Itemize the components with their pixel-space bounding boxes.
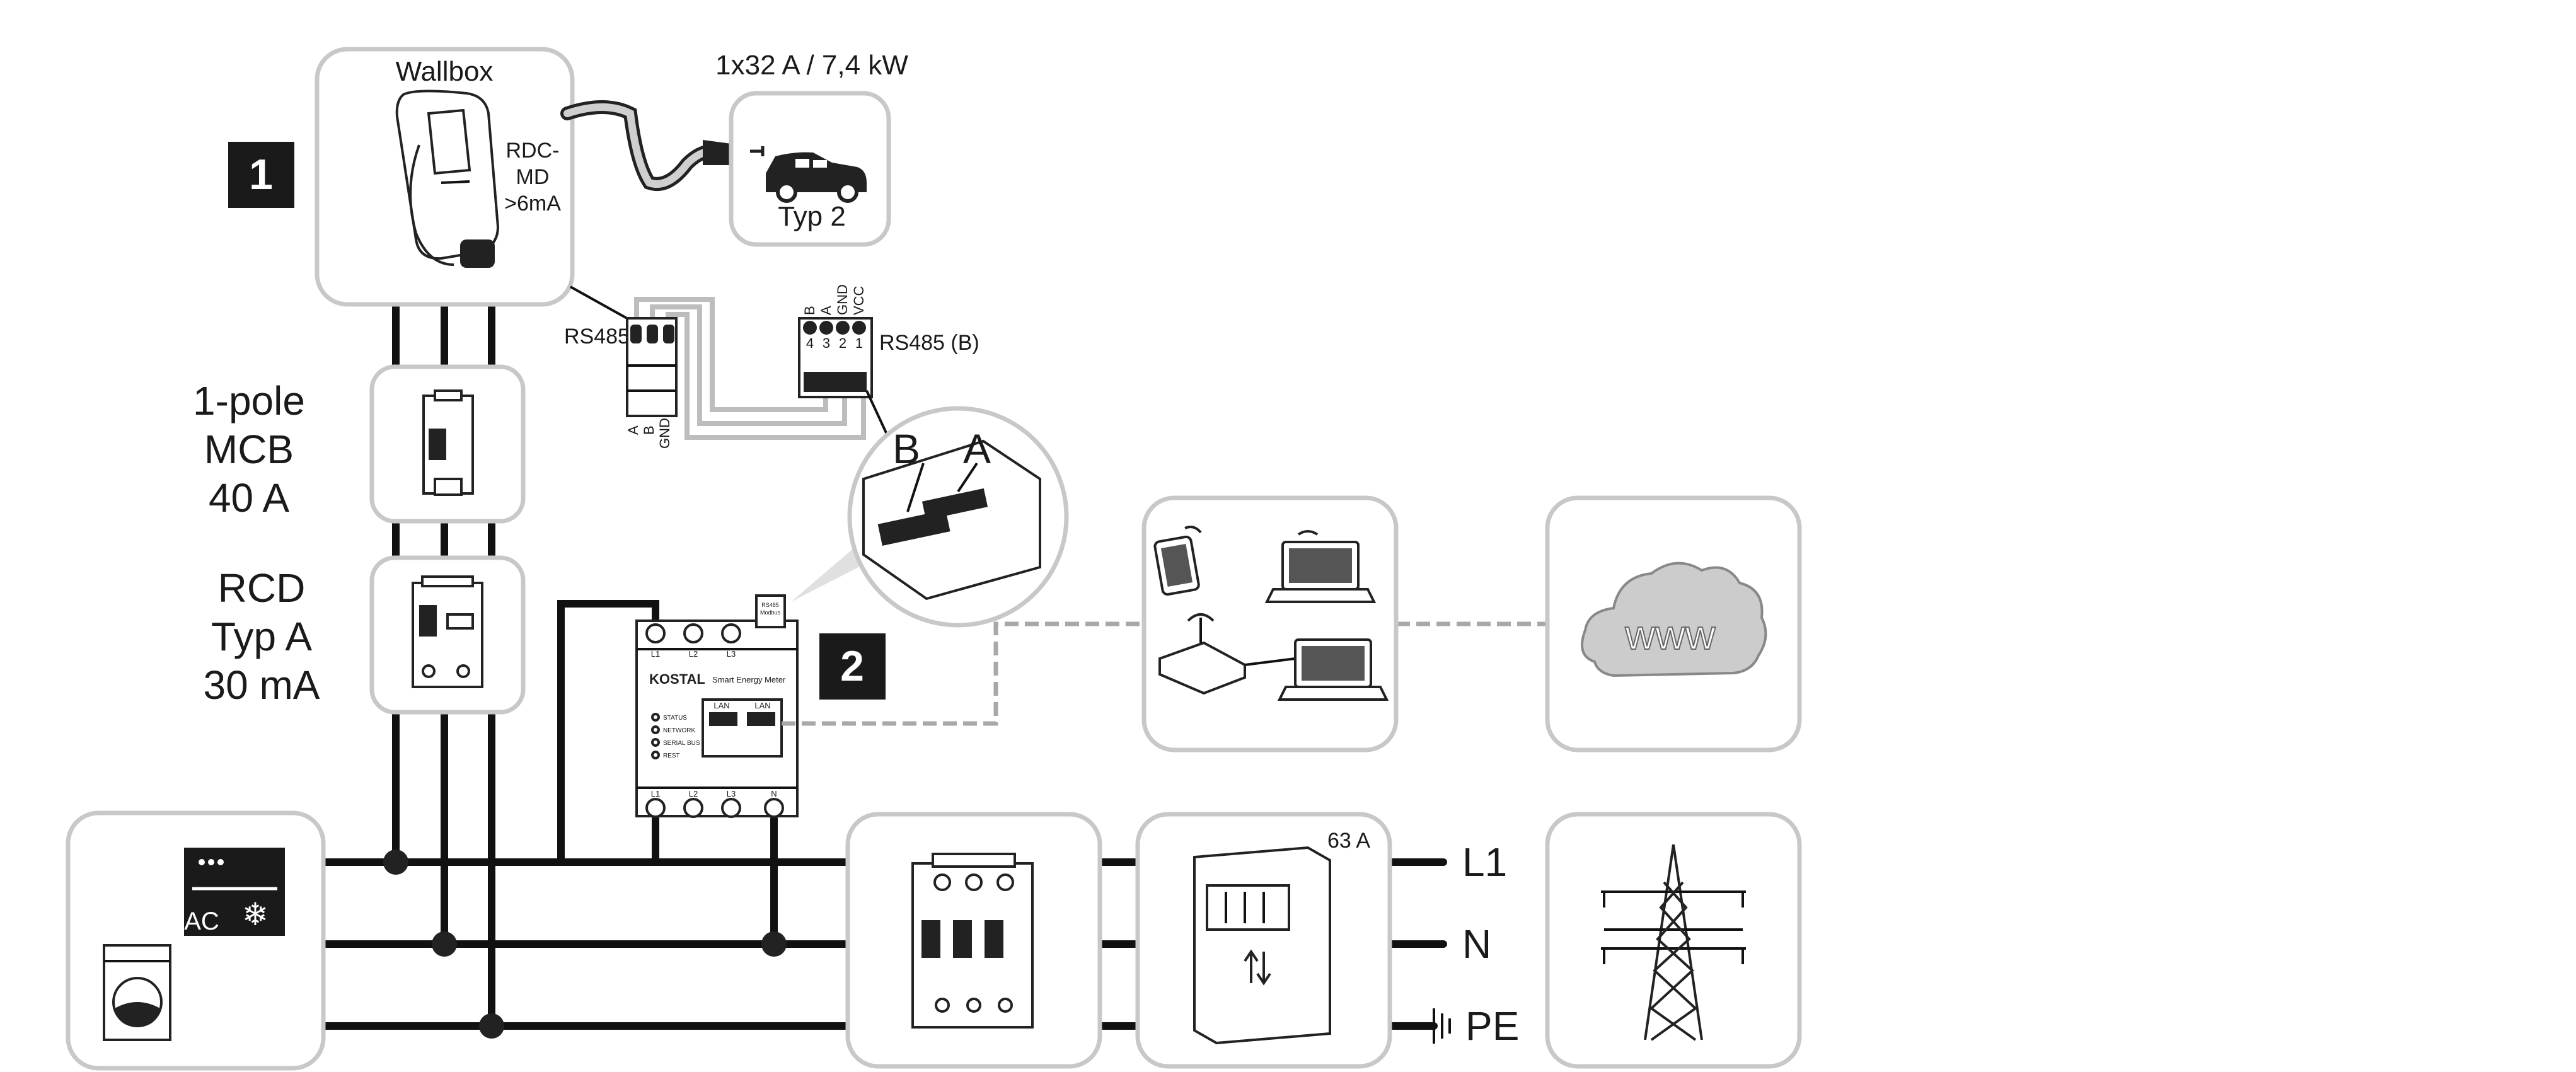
svg-text:NETWORK: NETWORK — [663, 727, 695, 734]
meter-brand: KOSTAL — [649, 671, 705, 687]
junction-dot — [479, 1013, 504, 1039]
svg-text:1: 1 — [855, 335, 863, 351]
svg-text:L3: L3 — [727, 789, 736, 798]
svg-text:L2: L2 — [689, 789, 698, 798]
svg-text:2: 2 — [840, 642, 864, 690]
rcd-line3: 30 mA — [204, 662, 320, 708]
wallbox-title: Wallbox — [396, 56, 494, 87]
electricity-meter-icon — [1193, 846, 1331, 1045]
cloud-icon: www — [1581, 562, 1767, 677]
svg-text:LAN: LAN — [754, 701, 770, 710]
meter-model: Smart Energy Meter — [712, 675, 786, 684]
rs485-right-pin-a: A — [818, 306, 834, 315]
rcd-line2: Typ A — [211, 614, 312, 659]
utility-grid-box — [1545, 812, 1802, 1069]
junction-dot — [761, 931, 787, 957]
svg-text:❄: ❄ — [242, 897, 269, 932]
rs485-left-pin-a: A — [625, 425, 641, 435]
badge-1: 1 — [228, 142, 294, 208]
wallbox-box: Wallbox RDC- MD >6mA — [315, 47, 575, 307]
rs485-right-terminal: 4 3 2 1 B A GND VCC RS485 (B) — [798, 284, 979, 398]
rs485-left-pin-gnd: GND — [657, 418, 673, 449]
grid-meter-box: 63 A — [1135, 812, 1392, 1069]
earth-ground-icon — [1433, 1008, 1451, 1044]
rcd-box: RCD Typ A 30 mA — [204, 555, 526, 715]
charging-cable — [560, 100, 744, 191]
svg-text:LAN: LAN — [713, 701, 729, 710]
ev-plug-type: Typ 2 — [778, 201, 846, 232]
rs485-wiring — [570, 285, 866, 440]
rs485-left-pin-b: B — [641, 425, 657, 435]
ac-label: AC — [184, 908, 219, 935]
zoom-detail: B A — [847, 406, 1069, 628]
mcb-icon — [422, 389, 474, 496]
svg-text:REST: REST — [663, 752, 680, 759]
tablet-icon — [1153, 526, 1202, 596]
rs485-right-label: RS485 (B) — [879, 331, 979, 355]
svg-text:RS485: RS485 — [761, 602, 779, 608]
svg-text:STATUS: STATUS — [663, 715, 687, 722]
rs485-left-label: RS485 — [564, 325, 630, 349]
rs485-right-pin-gnd: GND — [835, 284, 850, 315]
washing-machine-icon — [103, 944, 171, 1041]
rs485-left-terminal: RS485 A B GND — [564, 317, 678, 449]
rdc-line1: RDC- — [506, 139, 560, 163]
rcd-line1: RCD — [218, 565, 306, 611]
label-l1: L1 — [1462, 839, 1507, 885]
rdc-line2: MD — [516, 165, 550, 189]
svg-text:2: 2 — [839, 335, 846, 351]
wallbox-icon — [395, 89, 500, 268]
grid-meter-current: 63 A — [1327, 829, 1370, 853]
consumers-box: AC ❄ — [66, 810, 326, 1071]
router-icon — [1158, 613, 1246, 695]
mcb-line2: MCB — [204, 427, 294, 472]
rcd-icon — [412, 575, 483, 688]
kostal-smart-energy-meter: L1 L2 L3 RS485 Modbus KOSTAL Smart Energ… — [635, 594, 799, 818]
svg-text:4: 4 — [806, 335, 814, 351]
svg-text:SERIAL BUS: SERIAL BUS — [663, 740, 700, 747]
svg-text:L1: L1 — [651, 789, 660, 798]
power-pylon-icon — [1601, 844, 1746, 1041]
air-conditioner-icon: AC ❄ — [184, 848, 285, 936]
laptop-icon — [1264, 530, 1377, 603]
junction-dot — [383, 850, 408, 875]
three-pole-breaker-icon — [911, 853, 1034, 1029]
internet-cloud-box: www — [1545, 495, 1802, 752]
label-n: N — [1462, 921, 1491, 967]
mcb-line3: 40 A — [209, 475, 289, 521]
rs485-right-pin-vcc: VCC — [851, 285, 867, 315]
svg-text:N: N — [771, 789, 777, 798]
main-breaker-box — [845, 812, 1102, 1069]
laptop-icon — [1277, 638, 1389, 701]
network-devices-box — [1141, 495, 1399, 752]
svg-text:Modbus: Modbus — [760, 609, 781, 616]
svg-text:3: 3 — [823, 335, 830, 351]
ev-box: 1x32 A / 7,4 kW Typ 2 — [715, 50, 908, 247]
grid-labels: L1 N PE — [1433, 839, 1519, 1049]
label-pe: PE — [1465, 1003, 1519, 1049]
rs485-right-pin-b: B — [802, 306, 817, 315]
mcb-box: 1-pole MCB 40 A — [193, 364, 526, 524]
mcb-line1: 1-pole — [193, 378, 305, 424]
svg-text:L3: L3 — [727, 649, 736, 659]
rdc-line3: >6mA — [504, 192, 561, 216]
junction-dot — [432, 931, 457, 957]
svg-text:L1: L1 — [651, 649, 660, 659]
cloud-www-label: www — [1625, 611, 1716, 658]
zoom-label-a: A — [963, 425, 991, 472]
zoom-label-b: B — [892, 425, 920, 472]
svg-text:L2: L2 — [689, 649, 698, 659]
badge-2: 2 — [819, 633, 886, 700]
ev-car-icon — [750, 146, 867, 203]
ev-power-label: 1x32 A / 7,4 kW — [715, 50, 908, 81]
svg-text:1: 1 — [249, 151, 273, 199]
lan-link — [782, 621, 1547, 726]
